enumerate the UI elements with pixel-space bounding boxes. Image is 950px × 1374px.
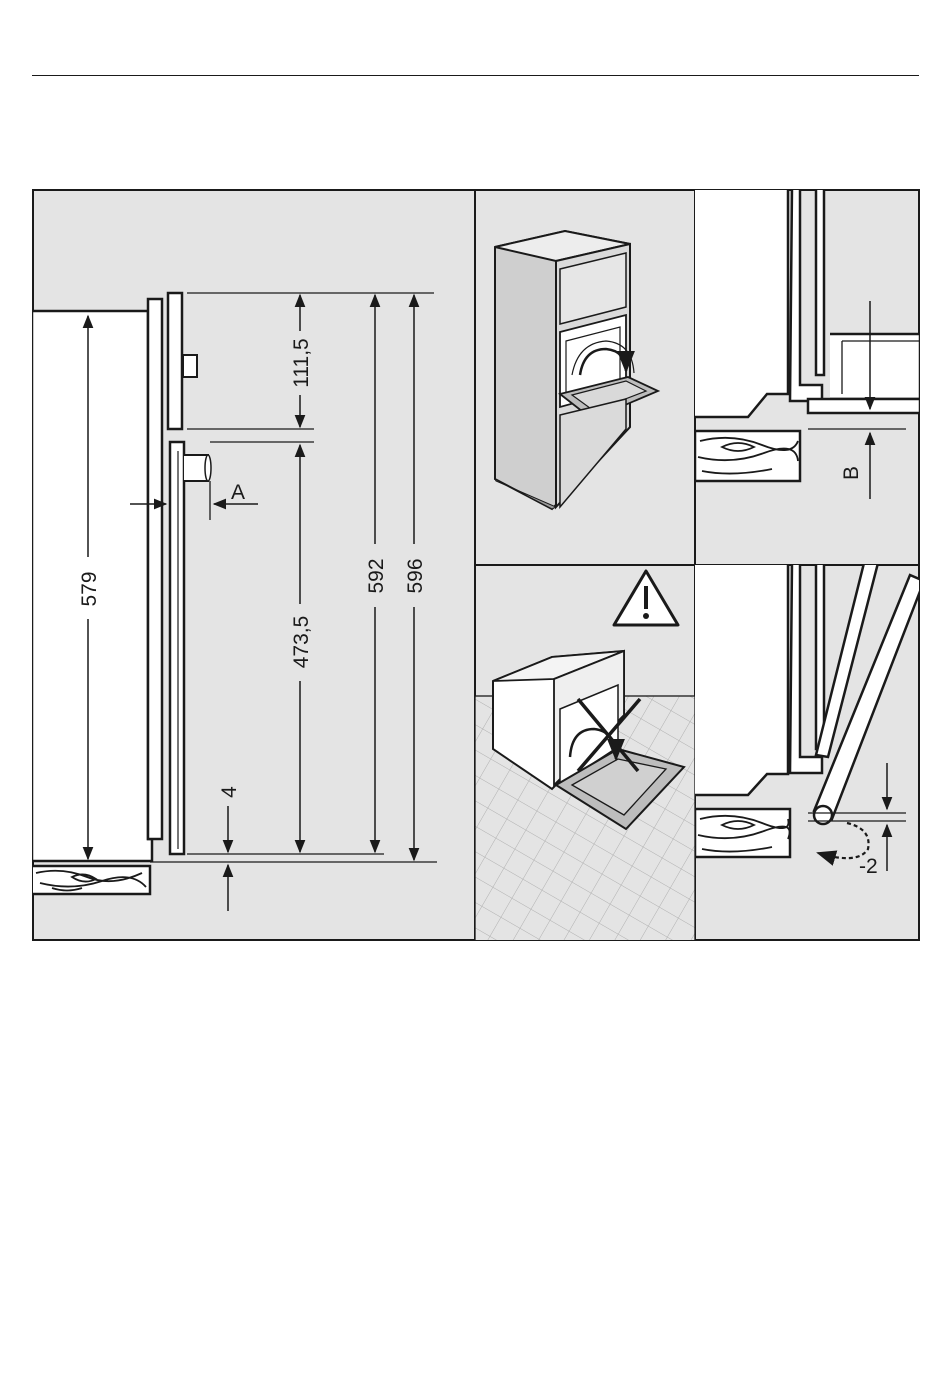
header-rule [32,75,919,76]
dim-579: 579 [78,571,101,606]
control-knob [183,355,197,377]
oven-door [170,442,184,854]
label-a: A [231,481,245,504]
wood-shelf-detail-tilt [695,809,790,857]
front-frame [148,299,162,839]
dim-592: 592 [365,558,388,593]
installation-figure: 579 111,5 473,5 592 596 4 A [32,189,920,941]
wood-shelf [32,866,150,894]
dim-minus2: -2 [859,855,878,878]
dim-596: 596 [404,558,427,593]
dim-473-5: 473,5 [290,616,313,669]
dim-111-5: 111,5 [290,338,313,387]
control-panel [168,293,182,429]
wood-shelf-detail-b [695,431,800,481]
label-b: B [840,466,863,480]
dim-4: 4 [218,786,241,798]
